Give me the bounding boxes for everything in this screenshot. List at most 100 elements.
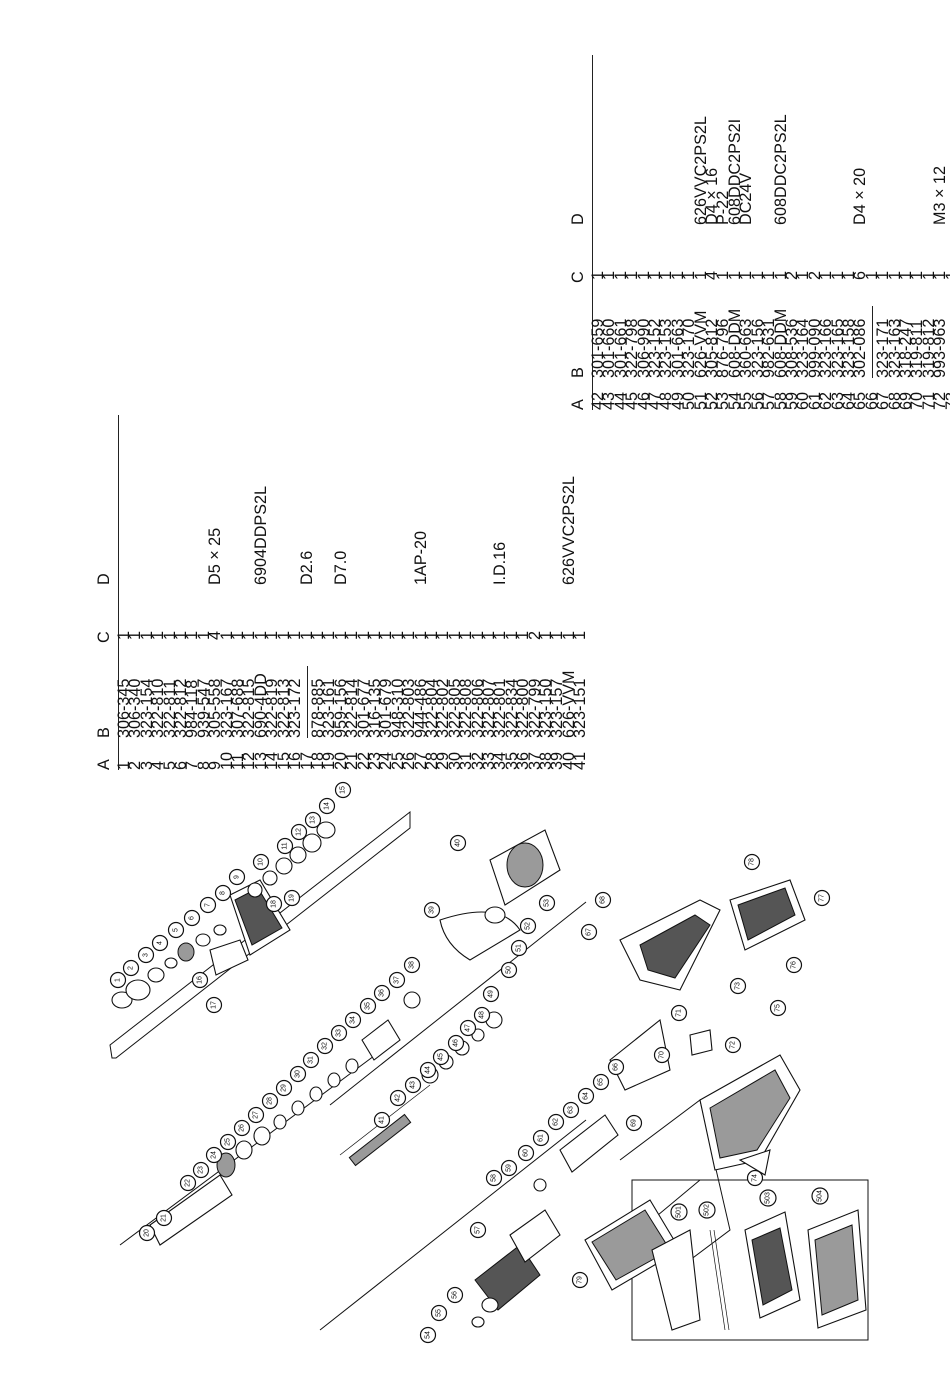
callout-circle (151, 934, 169, 952)
callout-label: 13 (310, 816, 317, 824)
callout-label: 42 (395, 1094, 402, 1102)
callout-label: 9 (234, 875, 241, 879)
callout-22: 22 (179, 1174, 197, 1192)
callout-circle (785, 956, 803, 974)
callout-53: 53 (538, 894, 556, 912)
callout-55: 55 (430, 1304, 448, 1322)
callout-circle (423, 901, 441, 919)
callout-circle (517, 1144, 535, 1162)
callout-circle (373, 1111, 391, 1129)
callout-circle (419, 1061, 437, 1079)
callout-label: 35 (365, 1002, 372, 1010)
callout-circle (759, 1189, 777, 1207)
callout-circle (482, 985, 500, 1003)
remarks (673, 55, 684, 225)
callout-label: 47 (465, 1024, 472, 1032)
callout-label: 76 (791, 961, 798, 969)
remarks (393, 415, 404, 585)
callout-16: 16 (191, 971, 209, 989)
remarks (541, 415, 552, 585)
callout-2: 2 (122, 959, 140, 977)
callout-71: 71 (670, 1004, 688, 1022)
callout-57: 57 (469, 1221, 487, 1239)
callout-label: 18 (271, 900, 278, 908)
front-chuck-assembly (111, 821, 336, 1009)
callout-38: 38 (403, 956, 421, 974)
callout-circle (138, 1224, 156, 1242)
callout-circle (199, 896, 217, 914)
remarks: M3 × 12 (931, 166, 950, 225)
remarks (530, 415, 541, 585)
remarks (130, 415, 141, 585)
callout-label: 25 (225, 1138, 232, 1146)
callout-label: 36 (379, 989, 386, 997)
callout-label: 57 (475, 1226, 482, 1234)
remarks: 626VVC2PS2L (559, 476, 578, 585)
remarks (878, 55, 889, 225)
callout-64: 64 (577, 1087, 595, 1105)
callout-label: 46 (453, 1039, 460, 1047)
callout-21: 21 (155, 1209, 173, 1227)
callout-label: 60 (523, 1149, 530, 1157)
callout-circle (432, 1048, 450, 1066)
callout-circle (500, 961, 518, 979)
callout-17: 17 (205, 996, 223, 1014)
callout-label: 59 (506, 1164, 513, 1172)
remarks: 608DDC2PS2L (771, 114, 790, 225)
callout-circle (510, 939, 528, 957)
callout-circle (519, 917, 537, 935)
remarks: D4 × 20 (851, 167, 870, 225)
remarks (810, 55, 821, 225)
callout-59: 59 (500, 1159, 518, 1177)
callout-circle (469, 1221, 487, 1239)
callout-label: 31 (308, 1056, 315, 1064)
remarks: D7.0 (331, 550, 350, 585)
callout-77: 77 (813, 889, 831, 907)
callout-circle (729, 977, 747, 995)
callout-label: 16 (197, 976, 204, 984)
callout-circle (430, 1304, 448, 1322)
callout-label: 502 (704, 1204, 711, 1216)
remarks (627, 55, 638, 225)
callout-circle (571, 1271, 589, 1289)
callout-41: 41 (373, 1111, 391, 1129)
callout-circle (318, 797, 336, 815)
callout-circle (769, 999, 787, 1017)
callout-circle (607, 1058, 625, 1076)
callout-circle (304, 811, 322, 829)
remarks (473, 415, 484, 585)
callout-label: 45 (438, 1053, 445, 1061)
callout-label: 56 (452, 1291, 459, 1299)
callout-circle (811, 1187, 829, 1205)
remarks (450, 415, 461, 585)
callout-label: 50 (506, 966, 513, 974)
callout-circle (592, 1073, 610, 1091)
callout-circle (205, 996, 223, 1014)
callout-label: 39 (429, 906, 436, 914)
callout-circle (562, 1101, 580, 1119)
callout-label: 27 (253, 1111, 260, 1119)
callout-label: 65 (598, 1078, 605, 1086)
callout-label: 5 (173, 928, 180, 932)
remarks (518, 415, 529, 585)
quantity: 1 (943, 225, 950, 283)
callout-label: 48 (479, 1011, 486, 1019)
remarks (153, 415, 164, 585)
remarks: 6904DDPS2L (251, 486, 270, 585)
callout-66: 66 (607, 1058, 625, 1076)
callout-circle (447, 1034, 465, 1052)
callout-label: 4 (157, 941, 164, 945)
callout-circle (670, 1004, 688, 1022)
callout-circle (403, 956, 421, 974)
callout-label: 503 (765, 1192, 772, 1204)
callout-10: 10 (252, 853, 270, 871)
callout-circle (228, 868, 246, 886)
callout-circle (577, 1087, 595, 1105)
